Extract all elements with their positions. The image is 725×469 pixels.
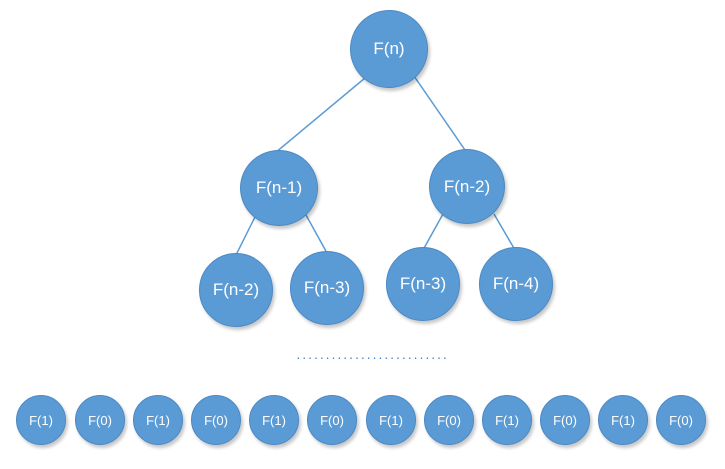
leaf-node: F(0) — [191, 395, 241, 445]
edge-root-right — [413, 75, 466, 151]
ellipsis-dots: ······································ — [296, 352, 446, 362]
edge-root-left — [274, 77, 366, 154]
leaf-node: F(1) — [249, 395, 299, 445]
edge-right-d — [493, 213, 516, 251]
node-level2-d: F(n-4) — [479, 247, 553, 321]
leaf-node: F(1) — [133, 395, 183, 445]
leaf-node: F(0) — [656, 395, 706, 445]
node-level2-c: F(n-3) — [386, 247, 460, 321]
leaf-node: F(0) — [424, 395, 474, 445]
leaf-node: F(0) — [75, 395, 125, 445]
node-level2-b: F(n-3) — [290, 251, 364, 325]
edge-right-c — [422, 213, 444, 251]
leaf-node: F(0) — [307, 395, 357, 445]
leaf-node: F(1) — [366, 395, 416, 445]
node-level1-left: F(n-1) — [240, 150, 318, 226]
leaf-node: F(1) — [16, 395, 66, 445]
leaf-node: F(0) — [540, 395, 590, 445]
edge-left-a — [234, 216, 256, 258]
node-root: F(n) — [350, 10, 428, 88]
leaf-node: F(1) — [598, 395, 648, 445]
node-level2-a: F(n-2) — [199, 253, 273, 327]
edge-left-b — [305, 214, 328, 254]
leaf-node: F(1) — [482, 395, 532, 445]
node-level1-right: F(n-2) — [429, 149, 505, 224]
